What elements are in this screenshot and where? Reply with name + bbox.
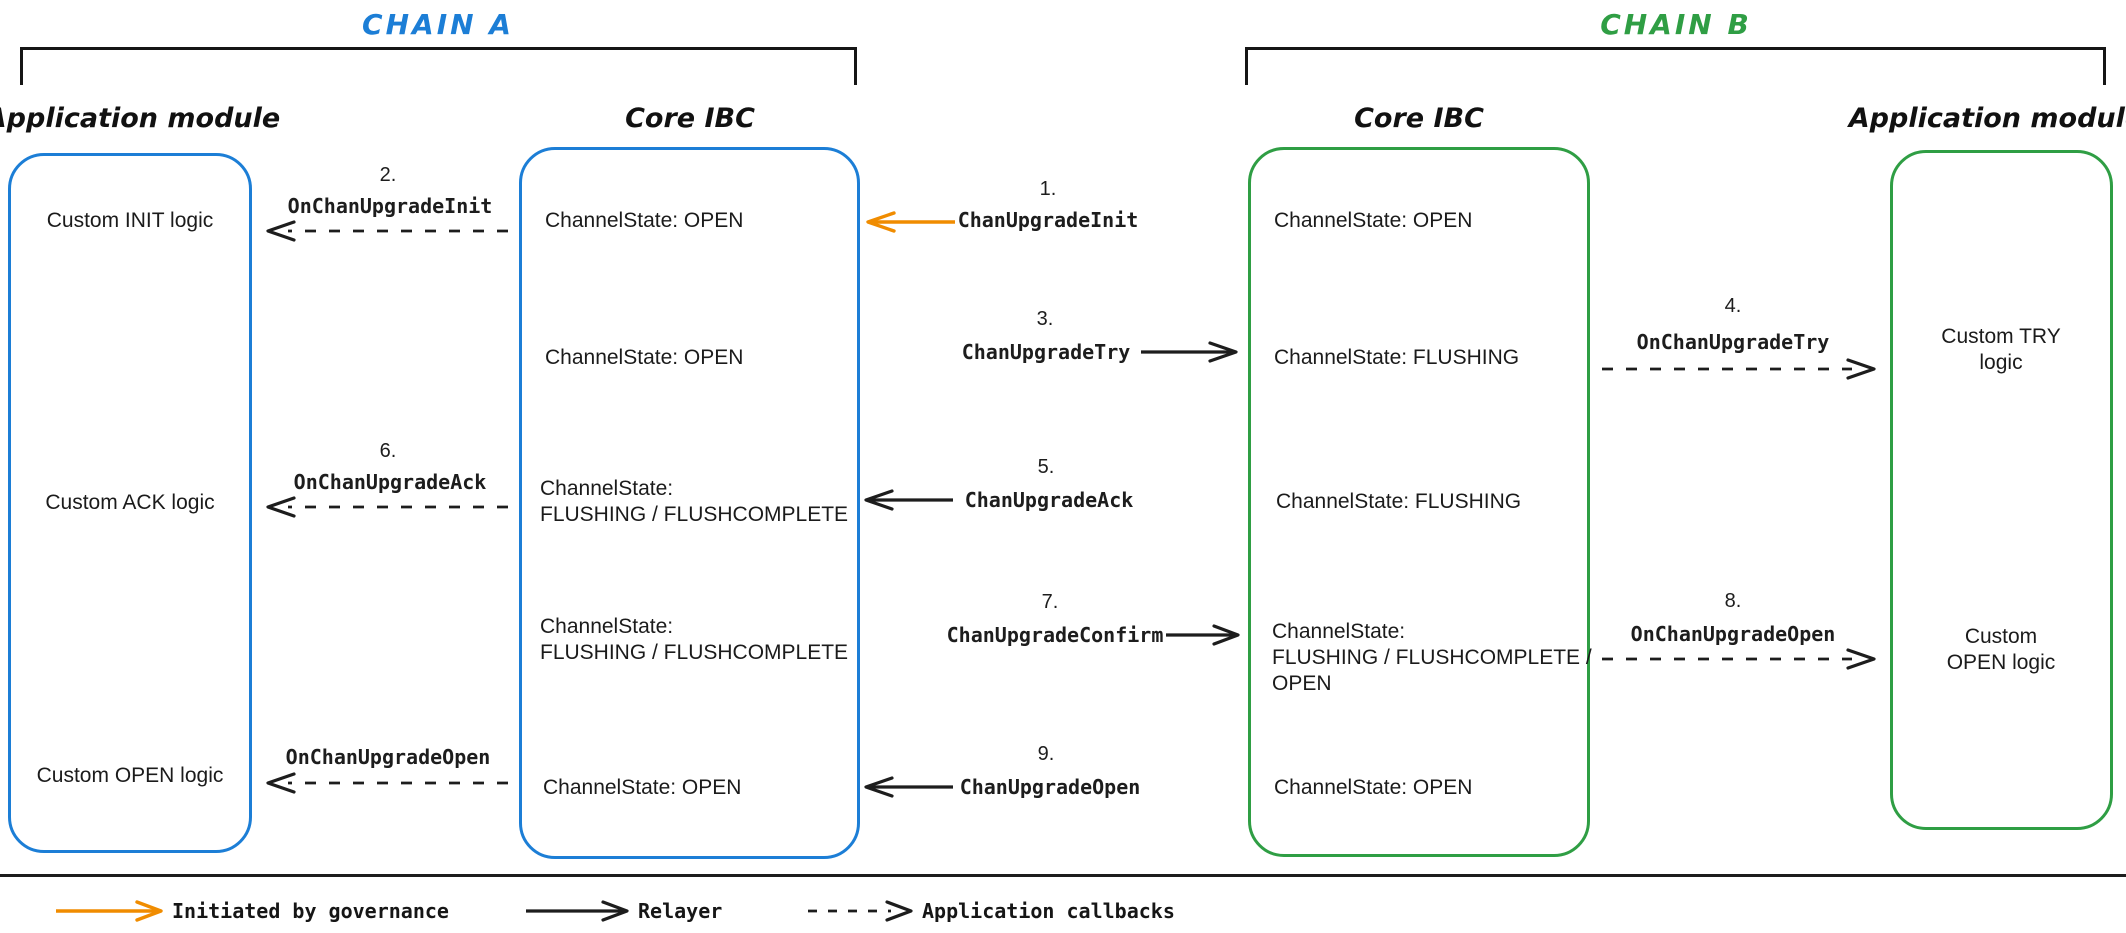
chain-a-bracket-right-tick [854, 47, 857, 85]
application-module-b-box [1890, 150, 2113, 830]
on-chan-upgrade-ack-arrow-icon [266, 496, 508, 518]
msg-open-a-label: OnChanUpgradeOpen [285, 745, 491, 769]
legend-relayer-label: Relayer [638, 899, 723, 923]
application-callbacks-arrow-icon [808, 900, 913, 922]
relayer-arrow-icon [526, 900, 629, 922]
core-a-row-3: ChannelState: FLUSHING / FLUSHCOMPLETE [540, 477, 849, 526]
app-b-row-open: Custom OPEN logic [1946, 625, 2056, 674]
on-chan-upgrade-try-arrow-icon [1602, 358, 1876, 380]
msg-7-number: 7. [1041, 591, 1059, 613]
governance-arrow-icon [56, 900, 163, 922]
chan-upgrade-try-arrow-icon [1141, 341, 1238, 363]
chain-a-bracket-line [20, 47, 857, 50]
app-a-row-open: Custom OPEN logic [36, 764, 224, 787]
chain-a-title: CHAIN A [362, 8, 514, 41]
msg-9-number: 9. [1037, 743, 1055, 765]
chain-b-title: CHAIN B [1600, 8, 1752, 41]
msg-4-number: 4. [1724, 295, 1742, 317]
core-b-row-3: ChannelState: FLUSHING [1276, 490, 1522, 513]
msg-2-number: 2. [379, 164, 397, 186]
msg-1-number: 1. [1039, 178, 1057, 200]
app-a-row-ack: Custom ACK logic [45, 491, 215, 514]
msg-6-label: OnChanUpgradeAck [293, 470, 487, 494]
column-header-application-module-a: Application module [0, 103, 281, 134]
core-ibc-a-box [519, 147, 860, 859]
msg-5-label: ChanUpgradeAck [964, 488, 1134, 512]
application-module-a-box [8, 153, 252, 853]
chan-upgrade-confirm-arrow-icon [1166, 624, 1240, 646]
core-b-row-5: ChannelState: OPEN [1274, 776, 1473, 799]
chan-upgrade-ack-arrow-icon [864, 489, 953, 511]
on-chan-upgrade-open-a-arrow-icon [266, 772, 508, 794]
core-a-row-2: ChannelState: OPEN [545, 346, 744, 369]
app-b-row-try: Custom TRY logic [1941, 325, 2061, 374]
app-a-row-init: Custom INIT logic [46, 209, 214, 232]
chain-b-bracket-left-tick [1245, 47, 1248, 85]
msg-9-label: ChanUpgradeOpen [959, 775, 1141, 799]
chain-b-bracket-right-tick [2103, 47, 2106, 85]
chan-upgrade-init-arrow-icon [866, 211, 955, 233]
msg-1-label: ChanUpgradeInit [957, 208, 1139, 232]
core-a-row-5: ChannelState: OPEN [543, 776, 742, 799]
chain-a-bracket-left-tick [20, 47, 23, 85]
msg-3-number: 3. [1036, 308, 1054, 330]
on-chan-upgrade-open-b-arrow-icon [1602, 648, 1876, 670]
msg-8-number: 8. [1724, 590, 1742, 612]
on-chan-upgrade-init-arrow-icon [266, 220, 508, 242]
core-ibc-b-box [1248, 147, 1590, 857]
core-a-row-4: ChannelState: FLUSHING / FLUSHCOMPLETE [540, 615, 849, 664]
msg-8-label: OnChanUpgradeOpen [1630, 622, 1836, 646]
msg-5-number: 5. [1037, 456, 1055, 478]
msg-2-label: OnChanUpgradeInit [287, 194, 493, 218]
msg-7-label: ChanUpgradeConfirm [946, 623, 1164, 647]
legend-divider [0, 874, 2126, 877]
core-b-row-2: ChannelState: FLUSHING [1274, 346, 1520, 369]
core-b-row-1: ChannelState: OPEN [1274, 209, 1473, 232]
chan-upgrade-open-arrow-icon [864, 776, 953, 798]
column-header-core-ibc-b: Core IBC [1354, 103, 1484, 134]
core-b-row-4: ChannelState: FLUSHING / FLUSHCOMPLETE /… [1272, 620, 1592, 695]
core-a-row-1: ChannelState: OPEN [545, 209, 744, 232]
msg-6-number: 6. [379, 440, 397, 462]
msg-3-label: ChanUpgradeTry [961, 340, 1131, 364]
legend-callbacks-label: Application callbacks [922, 899, 1175, 923]
column-header-core-ibc-a: Core IBC [625, 103, 755, 134]
msg-4-label: OnChanUpgradeTry [1636, 330, 1830, 354]
chain-b-bracket-line [1245, 47, 2106, 50]
legend-governance-label: Initiated by governance [172, 899, 449, 923]
column-header-application-module-b: Application module [1848, 103, 2126, 134]
